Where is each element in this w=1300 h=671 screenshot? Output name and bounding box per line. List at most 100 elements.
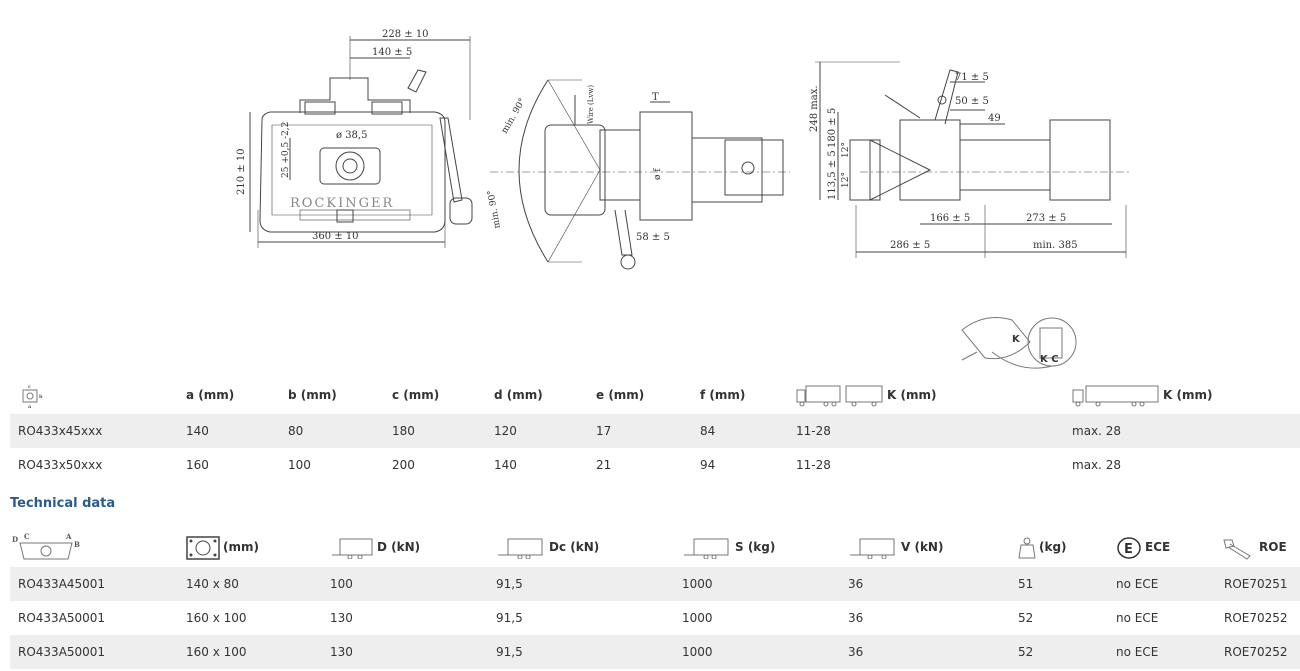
header-dc-kn: Dc (kN) bbox=[496, 530, 599, 564]
dim-248-max: 248 max. bbox=[809, 85, 820, 132]
kc-label-kc: K C bbox=[1040, 354, 1059, 365]
ece-mark-letter: E bbox=[1124, 542, 1133, 557]
dim-360: 360 ± 10 bbox=[312, 231, 359, 242]
dim-49: 49 bbox=[988, 113, 1001, 124]
technical-data-cell: 91,5 bbox=[496, 577, 523, 591]
header-v: V (kN) bbox=[901, 540, 944, 554]
header-k-truck-trailer: K (mm) bbox=[796, 378, 936, 412]
trailer-v-icon bbox=[850, 538, 895, 559]
technical-data-cell: 1000 bbox=[682, 577, 713, 591]
ece-mark-icon: E bbox=[1117, 536, 1141, 559]
dimensions-cell: 140 bbox=[494, 458, 517, 472]
dim-113: 113,5 ± 5 bbox=[827, 150, 838, 200]
technical-data-cell: 91,5 bbox=[496, 611, 523, 625]
brand-engraving: ROCKINGER bbox=[290, 196, 394, 211]
technical-data-cell: 36 bbox=[848, 577, 864, 591]
header-e: e (mm) bbox=[596, 388, 645, 402]
technical-data-cell: 36 bbox=[848, 645, 864, 659]
header-s: S (kg) bbox=[735, 540, 776, 554]
svg-text:C: C bbox=[24, 533, 30, 541]
dim-210: 210 ± 10 bbox=[236, 148, 247, 195]
dimensions-cell: 80 bbox=[288, 424, 304, 438]
technical-data-cell: 140 x 80 bbox=[186, 577, 239, 591]
dimensions-cell: 140 bbox=[186, 424, 209, 438]
dimensions-cell: 21 bbox=[596, 458, 612, 472]
dimensions-cell: RO433x45xxx bbox=[18, 424, 103, 438]
abcd-diagram-icon: b c a bbox=[18, 378, 49, 412]
svg-text:b: b bbox=[39, 394, 43, 400]
technical-data-cell: no ECE bbox=[1116, 577, 1159, 591]
trailer-s-icon bbox=[684, 538, 729, 559]
technical-data-cell: ROE70251 bbox=[1224, 577, 1288, 591]
header-mm: (mm) bbox=[223, 540, 259, 554]
technical-data-cell: 91,5 bbox=[496, 645, 523, 659]
svg-text:c: c bbox=[28, 384, 31, 390]
technical-data-cell: 130 bbox=[330, 645, 353, 659]
technical-data-cell: RO433A45001 bbox=[18, 577, 106, 591]
technical-data-cell: 52 bbox=[1018, 611, 1034, 625]
dimensions-cell: 11-28 bbox=[796, 458, 831, 472]
bolt-icon bbox=[1223, 539, 1251, 560]
svg-text:B: B bbox=[74, 540, 80, 549]
trailer-d-icon bbox=[332, 538, 373, 559]
coupling-abc-icon: D C A B bbox=[10, 530, 85, 564]
flange-plate-icon bbox=[186, 535, 220, 560]
dimensions-cell: 200 bbox=[392, 458, 415, 472]
dim-71: 71 ± 5 bbox=[955, 72, 989, 83]
header-weight-kg: (kg) bbox=[1018, 530, 1067, 564]
coupling-drawings-svg: 228 ± 10 140 ± 5 ø 38,5 210 ± 10 25 +0,5… bbox=[236, 29, 1130, 367]
technical-data-cell: 100 bbox=[330, 577, 353, 591]
header-b: b (mm) bbox=[288, 388, 337, 402]
weight-icon bbox=[1018, 537, 1036, 558]
front-view-drawing bbox=[249, 36, 473, 248]
dim-phi-f: ø f bbox=[653, 168, 663, 180]
semitrailer-icon bbox=[1072, 385, 1159, 406]
angle-12-top: 12° bbox=[841, 142, 851, 158]
dimensions-cell: 160 bbox=[186, 458, 209, 472]
dimensions-cell: 84 bbox=[700, 424, 716, 438]
angle-min90-top: min. 90° bbox=[500, 97, 528, 136]
dim-min-385: min. 385 bbox=[1033, 240, 1078, 251]
technical-data-cell: 130 bbox=[330, 611, 353, 625]
header-v-kn: V (kN) bbox=[848, 530, 943, 564]
header-d-kn: D (kN) bbox=[330, 530, 420, 564]
dim-166: 166 ± 5 bbox=[930, 213, 970, 224]
header-s-kg: S (kg) bbox=[682, 530, 775, 564]
dimensions-cell: 100 bbox=[288, 458, 311, 472]
header-ece: E ECE bbox=[1116, 530, 1170, 564]
technical-data-title: Technical data bbox=[10, 496, 116, 511]
dimensions-cell: 180 bbox=[392, 424, 415, 438]
truck-trailer-icon bbox=[796, 385, 883, 406]
dim-180: 180 ± 5 bbox=[827, 108, 838, 148]
wire-label: Wire (Lvw) bbox=[587, 85, 595, 124]
angle-min90-bottom: min. 90° bbox=[486, 189, 503, 229]
dim-140: 140 ± 5 bbox=[372, 47, 412, 58]
header-f: f (mm) bbox=[700, 388, 746, 402]
technical-data-cell: no ECE bbox=[1116, 611, 1159, 625]
header-c: c (mm) bbox=[392, 388, 440, 402]
header-k1-label: K (mm) bbox=[887, 388, 937, 402]
kc-label-k: K bbox=[1012, 334, 1021, 345]
dimensions-cell: max. 28 bbox=[1072, 424, 1122, 438]
dimensions-cell: 94 bbox=[700, 458, 716, 472]
top-view-drawing bbox=[815, 61, 1130, 258]
technical-data-cell: RO433A50001 bbox=[18, 611, 106, 625]
technical-data-cell: 160 x 100 bbox=[186, 611, 247, 625]
dim-T: T bbox=[652, 92, 659, 103]
technical-data-cell: 36 bbox=[848, 611, 864, 625]
dim-58: 58 ± 5 bbox=[636, 232, 670, 243]
technical-data-cell: ROE70252 bbox=[1224, 645, 1288, 659]
dim-phi-38: ø 38,5 bbox=[336, 130, 367, 141]
technical-data-row: RO433A50001 160 x 100 130 91,5 1000 36 52 no EC… bbox=[10, 601, 1300, 635]
header-a: a (mm) bbox=[186, 388, 235, 402]
technical-data-cell: 1000 bbox=[682, 645, 713, 659]
technical-data-cell: 1000 bbox=[682, 611, 713, 625]
header-roe-label: ROE bbox=[1259, 540, 1287, 554]
technical-data-cell: no ECE bbox=[1116, 645, 1159, 659]
dimensions-cell: 17 bbox=[596, 424, 612, 438]
svg-text:A: A bbox=[65, 533, 72, 541]
